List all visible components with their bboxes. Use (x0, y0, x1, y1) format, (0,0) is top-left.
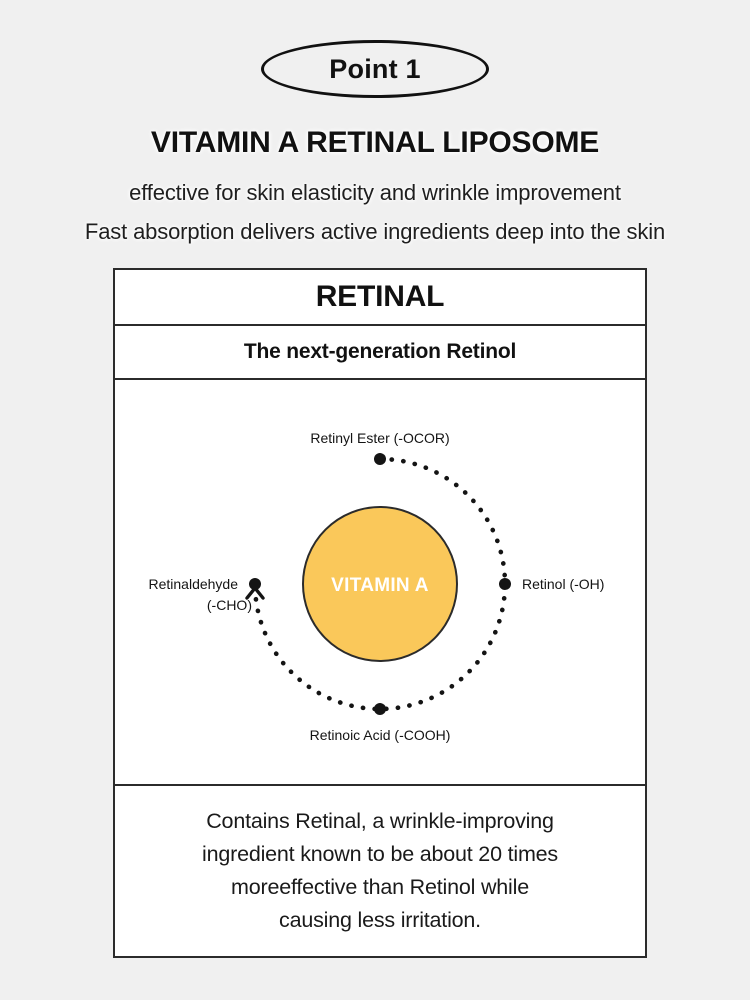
page-title: VITAMIN A RETINAL LIPOSOME (150, 126, 600, 159)
card-title: RETINAL (315, 280, 445, 313)
point-badge-container: Point 1 (0, 40, 750, 98)
point-badge: Point 1 (261, 40, 489, 98)
retinal-info-card: RETINAL The next-generation Retinol VITA… (113, 268, 647, 958)
node-dot-retinyl-ester (374, 453, 386, 465)
vitamin-a-pathway-diagram: VITAMIN A Retinyl Ester (-OCOR) Retinol … (115, 380, 645, 786)
node-label-retinyl-ester: Retinyl Ester (-OCOR) (310, 430, 449, 446)
node-dot-retinoic-acid (374, 703, 386, 715)
node-label-retinol: Retinol (-OH) (522, 576, 604, 592)
vitamin-a-circle (302, 506, 458, 662)
node-dot-retinol (499, 578, 511, 590)
node-dot-retinaldehyde (249, 578, 261, 590)
card-description: Contains Retinal, a wrinkle-improving in… (202, 809, 558, 932)
card-title-row: RETINAL (115, 270, 645, 326)
card-subtitle: The next-generation Retinol (243, 340, 517, 363)
vitamin-a-circle-label: VITAMIN A (331, 575, 429, 596)
node-label-retinaldehyde-line-2: (-CHO) (207, 597, 252, 613)
pathway-svg: VITAMIN A Retinyl Ester (-OCOR) Retinol … (148, 430, 604, 743)
card-subtitle-row: The next-generation Retinol (115, 326, 645, 380)
subtitle-line-2: Fast absorption delivers active ingredie… (84, 219, 666, 244)
subtitle-line-1: effective for skin elasticity and wrinkl… (129, 180, 621, 205)
node-label-retinaldehyde-line-1: Retinaldehyde (148, 576, 238, 592)
point-badge-label: Point 1 (329, 53, 421, 84)
node-label-retinoic-acid: Retinoic Acid (-COOH) (310, 727, 451, 743)
card-description-row: Contains Retinal, a wrinkle-improving in… (115, 786, 645, 956)
dotted-ring-arc (252, 456, 508, 712)
